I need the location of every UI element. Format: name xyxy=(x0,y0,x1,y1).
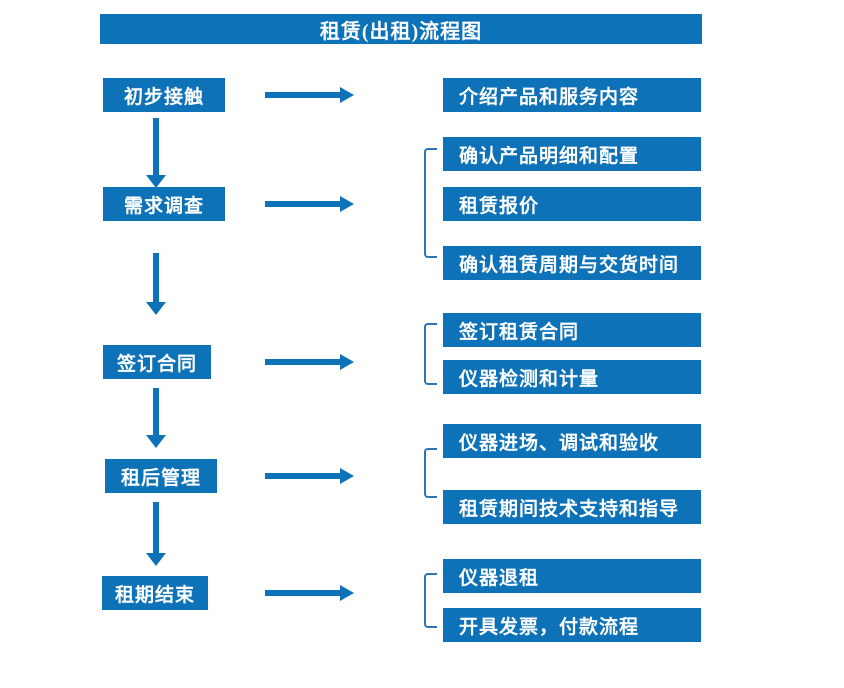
detail-box-sign-rental-contract: 签订租赁合同 xyxy=(443,313,701,347)
detail-box-confirm-period-delivery: 确认租赁周期与交货时间 xyxy=(443,246,701,280)
step-box-sign-contract: 签订合同 xyxy=(103,345,211,379)
group-bracket-icon xyxy=(424,148,437,258)
group-bracket-icon xyxy=(424,573,437,628)
group-bracket-icon xyxy=(424,448,437,498)
step-box-post-rental: 租后管理 xyxy=(105,459,217,493)
detail-box-introduce-products: 介绍产品和服务内容 xyxy=(443,78,701,112)
right-arrow-icon xyxy=(265,354,354,370)
detail-box-tech-support: 租赁期间技术支持和指导 xyxy=(443,490,701,524)
detail-box-invoice-payment: 开具发票，付款流程 xyxy=(443,608,701,642)
down-arrow-icon xyxy=(145,118,167,188)
right-arrow-icon xyxy=(265,468,354,484)
detail-box-instrument-setup: 仪器进场、调试和验收 xyxy=(443,424,701,458)
down-arrow-icon xyxy=(145,502,167,566)
right-arrow-icon xyxy=(265,196,354,212)
right-arrow-icon xyxy=(265,585,354,601)
flowchart-title: 租赁(出租)流程图 xyxy=(100,14,702,44)
step-box-demand-survey: 需求调查 xyxy=(103,187,225,221)
down-arrow-icon xyxy=(145,388,167,448)
step-box-initial-contact: 初步接触 xyxy=(103,78,225,112)
detail-box-instrument-return: 仪器退租 xyxy=(443,559,701,593)
detail-box-confirm-product-config: 确认产品明细和配置 xyxy=(443,137,701,171)
right-arrow-icon xyxy=(265,87,354,103)
down-arrow-icon xyxy=(145,253,167,315)
detail-box-rental-quote: 租赁报价 xyxy=(443,187,701,221)
group-bracket-icon xyxy=(424,323,437,385)
detail-box-instrument-calibration: 仪器检测和计量 xyxy=(443,360,701,394)
step-box-rental-end: 租期结束 xyxy=(102,576,208,610)
